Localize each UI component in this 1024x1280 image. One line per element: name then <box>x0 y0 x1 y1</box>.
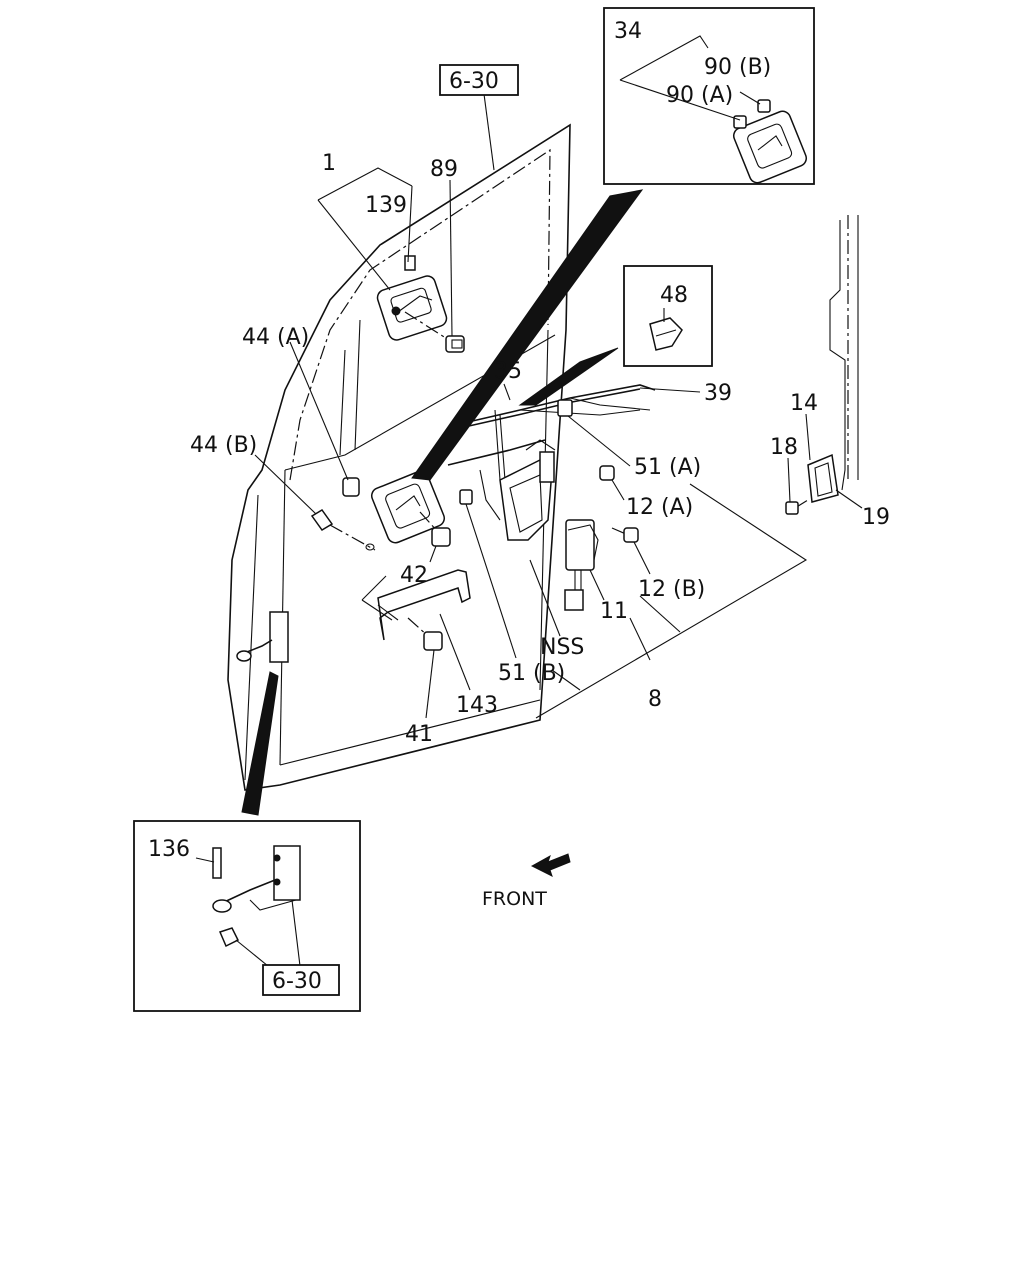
screw-41-part <box>407 617 443 651</box>
callout-18: 18 <box>770 435 798 460</box>
clip-44b-part <box>310 509 376 551</box>
actuator-part <box>564 519 599 611</box>
body-pillar-outline <box>829 215 859 491</box>
nut-89-part <box>404 311 465 353</box>
callout-1: 1 <box>322 151 336 176</box>
callout-12a: 12 (A) <box>626 495 693 520</box>
callout-35: 35 <box>494 359 522 384</box>
callout-12b: 12 (B) <box>638 577 705 602</box>
front-arrow-icon <box>530 853 571 877</box>
door-hinge-part <box>236 611 289 663</box>
callout-89: 89 <box>430 157 458 182</box>
striker-part <box>785 453 839 515</box>
callout-90b: 90 (B) <box>704 55 771 80</box>
screw-42-part <box>419 511 451 547</box>
callout-41: 41 <box>405 722 433 747</box>
screw-12b-part <box>611 527 639 543</box>
callout-34: 34 <box>614 19 642 44</box>
callout-42: 42 <box>400 563 428 588</box>
pull-handle-part <box>377 569 471 641</box>
callout-136: 136 <box>148 837 190 862</box>
callout-14: 14 <box>790 391 818 416</box>
clip-139-part <box>404 255 416 271</box>
callout-19: 19 <box>862 505 890 530</box>
callout-nss: NSS <box>540 635 584 660</box>
callout-51b: 51 (B) <box>498 661 565 686</box>
pointer-wedges <box>241 189 644 816</box>
callout-139: 139 <box>365 193 407 218</box>
inside-handle-part <box>370 470 446 544</box>
ref-label-bottom: 6-30 <box>272 969 322 994</box>
callout-51a: 51 (A) <box>634 455 701 480</box>
clip-44a-part <box>342 477 360 497</box>
leader-lines <box>195 35 863 967</box>
callout-90a: 90 (A) <box>666 83 733 108</box>
callout-44a: 44 (A) <box>242 325 309 350</box>
outside-handle <box>376 275 448 341</box>
ref-box-bottom <box>262 964 340 996</box>
ref-label-top: 6-30 <box>449 69 499 94</box>
callout-143: 143 <box>456 693 498 718</box>
callout-11: 11 <box>600 599 628 624</box>
callout-8: 8 <box>648 687 662 712</box>
callout-44b: 44 (B) <box>190 433 257 458</box>
callout-48: 48 <box>660 283 688 308</box>
screw-12a-part <box>599 465 615 481</box>
front-label: FRONT <box>482 888 547 910</box>
lock-assembly-part <box>459 399 573 541</box>
ref-box-top <box>439 64 519 96</box>
door-panel-outline <box>227 123 571 791</box>
detail-box-clip-48 <box>623 265 713 367</box>
detail-box-inside-handle <box>603 7 815 185</box>
callout-39: 39 <box>704 381 732 406</box>
